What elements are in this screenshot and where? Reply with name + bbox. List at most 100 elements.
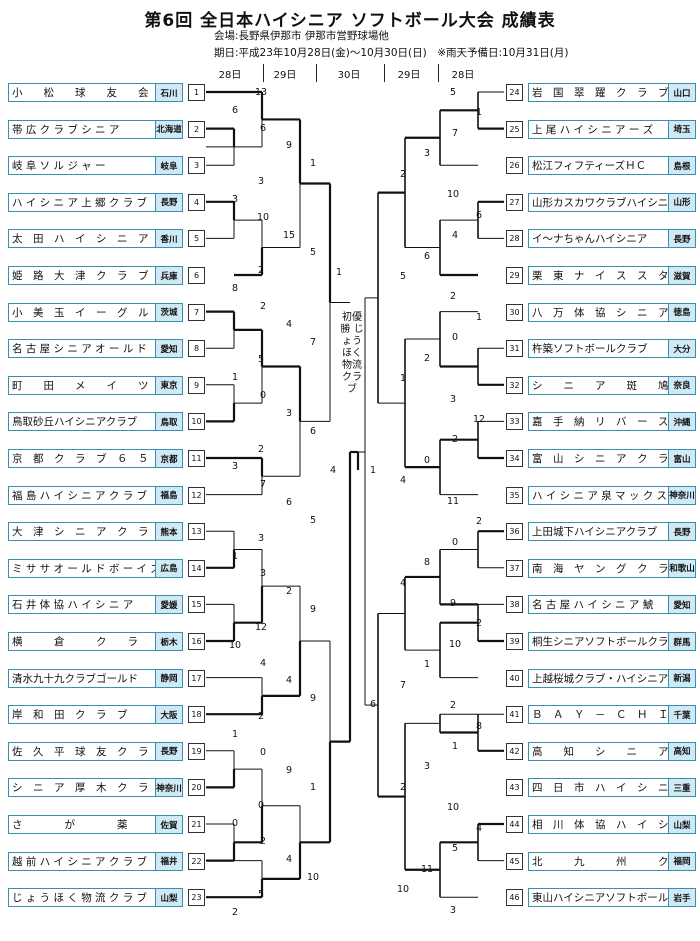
team-entry: 岸 和 田 ク ラ ブ大阪 <box>8 705 183 725</box>
match-score: 9 <box>309 693 317 705</box>
team-entry: 鳥取砂丘ハイシニアクラブ鳥取 <box>8 412 183 432</box>
match-score: 1 <box>475 107 483 119</box>
match-score: 13 <box>254 87 268 98</box>
seed-number: 31 <box>506 340 523 358</box>
team-prefecture: 神奈川 <box>668 486 695 504</box>
page-title: 第6回 全日本ハイシニア ソフトボール大会 成績表 <box>144 11 556 31</box>
date-info: 期日:平成23年10月28日(金)〜10月30日(日) ※雨天予備日:10月31… <box>214 47 569 59</box>
seed-number: 29 <box>506 267 523 284</box>
team-prefecture: 山形 <box>668 193 695 211</box>
match-score: 15 <box>282 229 296 241</box>
team-name: 横 倉 ク ラ ブ <box>12 636 155 648</box>
team-name: 福 島 ハ イ シ ニ ア ク ラ ブ <box>12 489 148 502</box>
match-score: 3 <box>257 176 265 188</box>
seed-number: 25 <box>506 120 523 138</box>
header-divider <box>384 64 385 82</box>
match-score: 6 <box>423 250 431 262</box>
team-name: 富 山 シ ニ ア ク ラ ブ <box>532 453 668 465</box>
seed-number: 23 <box>188 889 205 907</box>
match-score: 3 <box>231 461 239 473</box>
team-prefecture: 石川 <box>155 84 182 101</box>
team-entry: 山形カスカワクラブハイシニア山形 <box>528 192 696 212</box>
match-score: 10 <box>448 638 462 650</box>
team-entry: ミ サ サ オ ー ル ド ボ ー イ ズ広島 <box>8 558 183 578</box>
match-score: 9 <box>309 604 317 616</box>
team-entry: 上越桜城クラブ・ハイシニア新潟 <box>528 668 696 688</box>
team-name: 町 田 メ イ ツ <box>12 379 149 392</box>
match-score: 0 <box>257 800 265 812</box>
seed-number: 24 <box>506 84 523 101</box>
match-score: 1 <box>309 158 317 170</box>
team-name: 岸 和 田 ク ラ ブ <box>12 709 128 722</box>
match-score: 4 <box>475 822 483 834</box>
match-score: 5 <box>257 889 265 901</box>
match-score: 4 <box>399 577 407 589</box>
team-entry: 相 川 体 協 ハ イ シ ニ ア山梨 <box>528 815 696 834</box>
team-prefecture: 静岡 <box>155 669 182 687</box>
match-score: 1 <box>231 372 239 384</box>
team-prefecture: 富山 <box>668 450 695 467</box>
match-score: 4 <box>285 318 293 330</box>
team-name: 越 前 ハ イ シ ニ ア ク ラ ブ <box>12 855 148 868</box>
team-name: 栗 東 ナ イ ス ス タ ー ズ <box>532 270 668 282</box>
team-prefecture: 和歌山 <box>668 559 695 577</box>
final-score: 4 <box>329 465 337 476</box>
seed-number: 2 <box>188 120 205 138</box>
seed-number: 36 <box>506 523 523 541</box>
team-name: Ｂ Ａ Ｙ － Ｃ Ｈ Ｉ Ｂ Ａ <box>532 709 668 722</box>
team-prefecture: 京都 <box>155 450 182 467</box>
match-score: 5 <box>449 87 457 98</box>
seed-number: 12 <box>188 486 205 504</box>
team-prefecture: 東京 <box>155 376 182 394</box>
champion-label: 初優勝 じょうほく物流クラブ <box>340 312 364 395</box>
team-prefecture: 福井 <box>155 852 182 870</box>
team-name: 山形カスカワクラブハイシニア <box>532 196 668 209</box>
team-prefecture: 栃木 <box>155 633 182 650</box>
team-entry: 姫 路 大 津 ク ラ ブ兵庫 <box>8 266 183 285</box>
match-score: 3 <box>449 393 457 405</box>
team-prefecture: 福島 <box>155 486 182 504</box>
team-name: 小 美 玉 イ ー グ ル <box>12 306 149 319</box>
final-score: 1 <box>335 267 343 278</box>
seed-number: 39 <box>506 633 523 650</box>
team-name: 岐 阜 ソ ル ジ ャ ー <box>12 160 106 173</box>
match-score: 0 <box>451 536 459 548</box>
seed-number: 6 <box>188 267 205 284</box>
match-score: 6 <box>309 425 317 437</box>
seed-number: 13 <box>188 523 205 541</box>
team-prefecture: 長野 <box>668 523 695 541</box>
team-name: ミ サ サ オ ー ル ド ボ ー イ ズ <box>12 562 155 575</box>
team-entry: 嘉 手 納 リ バ ー ス沖縄 <box>528 412 696 432</box>
team-prefecture: 熊本 <box>155 523 182 541</box>
team-entry: 町 田 メ イ ツ東京 <box>8 375 183 395</box>
team-name: 佐 久 平 球 友 ク ラ ブ <box>12 745 155 758</box>
match-score: 2 <box>449 700 457 712</box>
match-score: 2 <box>449 291 457 303</box>
match-score: 5 <box>399 270 407 282</box>
team-prefecture: 神奈川 <box>155 779 182 797</box>
seed-number: 9 <box>188 376 205 394</box>
match-score: 2 <box>231 907 239 919</box>
team-name: 四 日 市 ハ イ シ ニ ア <box>532 782 668 795</box>
team-prefecture: 新潟 <box>668 669 695 687</box>
team-entry: 小 松 球 友 会石川 <box>8 83 183 102</box>
match-score: 0 <box>231 818 239 830</box>
team-entry: 福 島 ハ イ シ ニ ア ク ラ ブ福島 <box>8 485 183 505</box>
header-divider <box>438 64 439 82</box>
team-prefecture: 茨城 <box>155 303 182 321</box>
match-score: 2 <box>475 618 483 630</box>
team-name: 高 知 シ ニ ア ６ ５ <box>532 745 668 758</box>
team-name: 嘉 手 納 リ バ ー ス <box>532 416 668 429</box>
match-score: 1 <box>399 373 407 385</box>
match-score: 2 <box>259 835 267 847</box>
match-score: 1 <box>423 659 431 671</box>
header-divider <box>263 64 264 82</box>
team-prefecture: 島根 <box>668 157 695 175</box>
team-name: 姫 路 大 津 ク ラ ブ <box>12 270 149 282</box>
seed-number: 4 <box>188 193 205 211</box>
seed-number: 46 <box>506 889 523 907</box>
match-score: 4 <box>259 657 267 669</box>
